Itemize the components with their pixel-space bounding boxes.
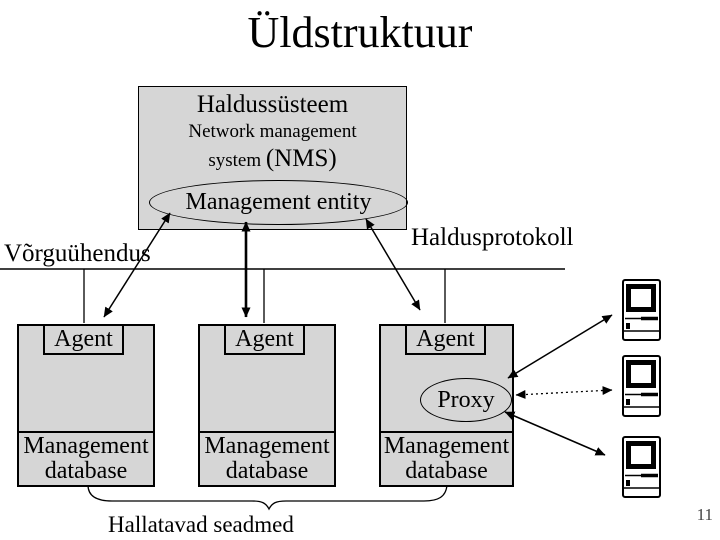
management-database-label-1: Management database xyxy=(17,431,155,487)
devices-brace xyxy=(87,484,448,511)
page-title: Üldstruktuur xyxy=(247,8,473,57)
nms-title-en-line2: system (NMS) xyxy=(139,144,406,174)
management-entity-label: Management entity xyxy=(185,189,372,215)
agent-box-2: Agent Management database xyxy=(198,324,336,487)
agent-box-1: Agent Management database xyxy=(17,324,155,487)
nms-title-et: Haldussüsteem xyxy=(196,91,349,118)
management-entity-ellipse: Management entity xyxy=(149,180,408,225)
nms-system-text: system xyxy=(208,150,262,172)
managed-device-2 xyxy=(622,355,661,417)
proxy-ellipse: Proxy xyxy=(420,378,512,422)
computer-icon xyxy=(622,436,661,498)
management-database-label-2: Management database xyxy=(198,431,336,487)
managed-device-3 xyxy=(622,436,661,498)
computer-icon xyxy=(622,355,661,417)
management-database-label-3: Management database xyxy=(379,431,514,487)
managed-device-1 xyxy=(622,279,661,341)
agent-label-3: Agent xyxy=(405,324,486,355)
agent-label-2: Agent xyxy=(224,324,305,355)
managed-devices-label: Hallatavad seadmed xyxy=(108,512,294,537)
management-protocol-label: Haldusprotokoll xyxy=(411,224,574,251)
proxy-device-arrow-1 xyxy=(507,314,613,379)
nms-title-en-line1: Network management xyxy=(188,120,357,142)
nms-abbreviation: (NMS) xyxy=(265,145,337,173)
proxy-device-arrow-3 xyxy=(504,411,606,456)
page-number: 11 xyxy=(696,505,713,524)
computer-icon xyxy=(622,279,661,341)
proxy-device-arrow-2 xyxy=(515,386,613,399)
network-connection-label: Võrguühendus xyxy=(4,240,151,267)
agent-label-1: Agent xyxy=(43,324,124,355)
proxy-label: Proxy xyxy=(437,386,495,413)
